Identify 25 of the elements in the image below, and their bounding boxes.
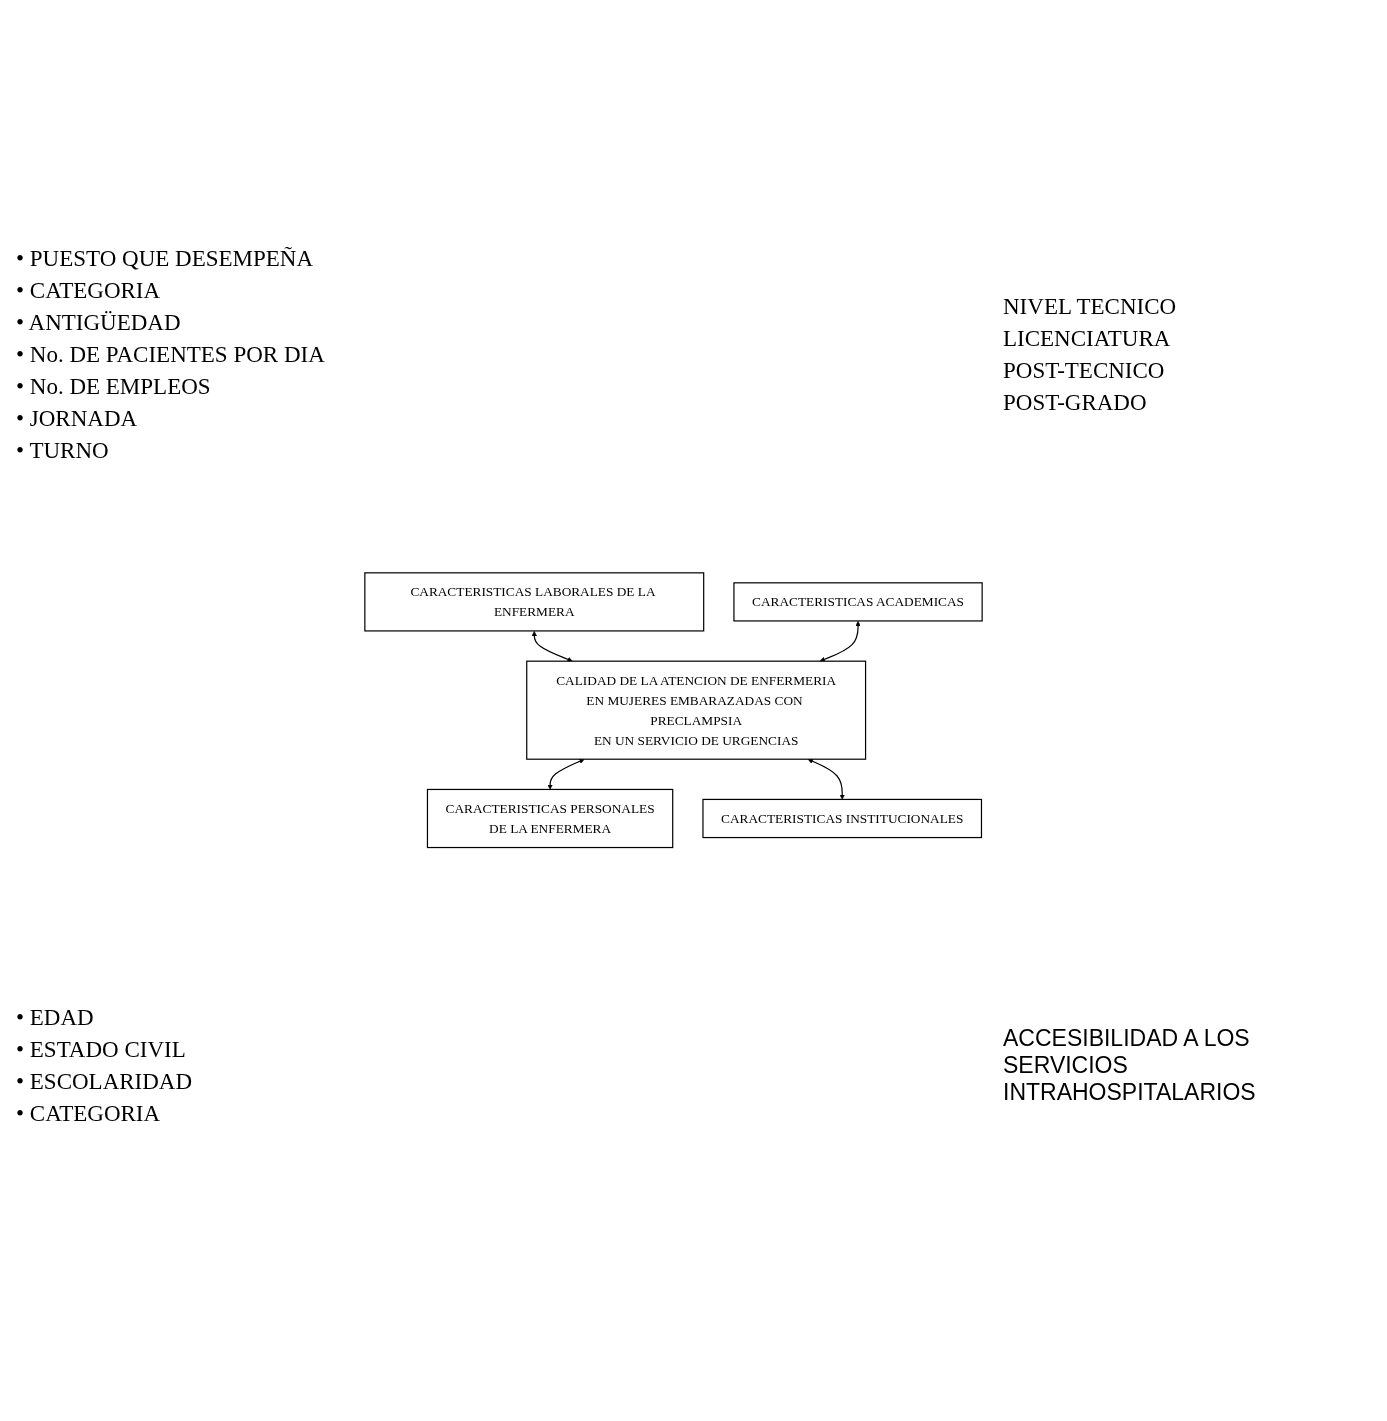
list-item: LICENCIATURA: [1003, 326, 1172, 353]
list-item: • ESTADO CIVIL: [16, 1036, 187, 1063]
arrow: [547, 759, 585, 790]
list-item: • CATEGORIA: [16, 1100, 162, 1127]
list-item: • JORNADA: [16, 406, 139, 433]
list-item: • No. DE PACIENTES POR DIA: [16, 342, 326, 369]
list-item: • EDAD: [16, 1004, 95, 1031]
list-item: • No. DE EMPLEOS: [16, 374, 212, 401]
list-item: POST-GRADO: [1003, 390, 1148, 417]
list-item: ACCESIBILIDAD A LOS SERVICIOS INTRAHOSPITALARIOS: [1003, 1025, 1257, 1107]
arrow: [819, 621, 861, 663]
node-box: CARACTERISTICAS ACADEMICAS: [733, 582, 983, 622]
node-box: CARACTERISTICAS INSTITUCIONALES: [702, 799, 983, 839]
node-box: CARACTERISTICAS LABORALES DE LA ENFERMERA: [364, 572, 705, 632]
list-item: • ANTIGÜEDAD: [16, 310, 182, 337]
node-box: CARACTERISTICAS PERSONALES DE LA ENFERMERA: [426, 789, 674, 849]
list-item: • TURNO: [16, 438, 110, 465]
list-item: NIVEL TECNICO: [1003, 294, 1178, 321]
node-box: CALIDAD DE LA ATENCION DE ENFERMERIA EN MUJERES EMBARAZADAS CON PRECLAMPSIA EN UN SERVICIO DE URGENCIAS: [526, 660, 867, 761]
list-item: POST-TECNICO: [1003, 358, 1166, 385]
list-item: • PUESTO QUE DESEMPEÑA: [16, 246, 315, 273]
list-item: • CATEGORIA: [16, 278, 162, 305]
arrow: [531, 631, 573, 663]
list-item: • ESCOLARIDAD: [16, 1068, 194, 1095]
arrow: [807, 759, 845, 800]
